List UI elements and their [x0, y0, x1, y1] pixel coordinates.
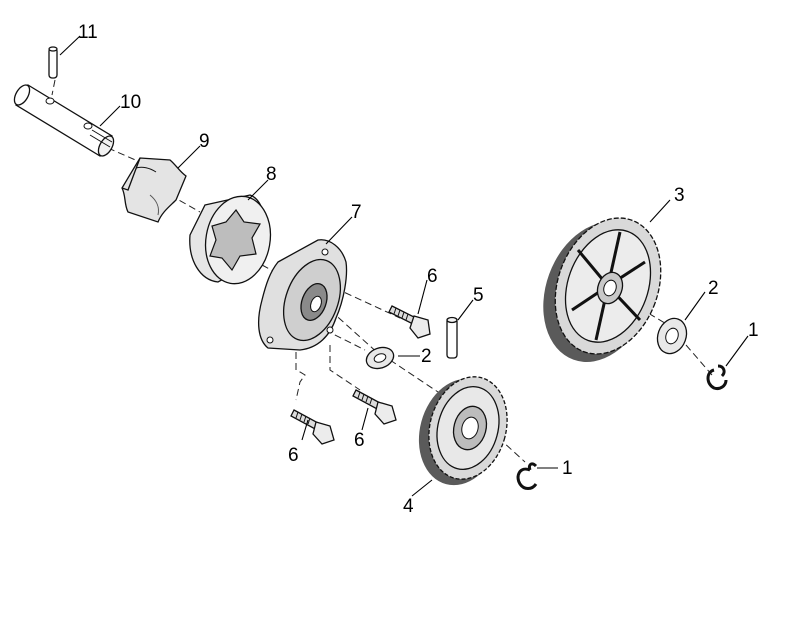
callout-11: 11	[78, 22, 98, 43]
callout-2-right: 2	[708, 278, 719, 299]
callout-6-lower-right: 6	[354, 430, 365, 451]
callout-8: 8	[266, 164, 277, 185]
callout-labels: 11 10 9 8 7 6 5 2 6 6 3 2 1 1 4	[78, 22, 759, 517]
retaining-clip-lower	[516, 462, 538, 490]
outer-rotor	[189, 194, 272, 285]
inner-rotor	[121, 157, 187, 223]
callout-leaders	[59, 35, 749, 497]
small-gear	[418, 376, 508, 486]
callout-4: 4	[403, 496, 414, 517]
large-gear	[543, 217, 662, 362]
callout-6-lower-left: 6	[288, 445, 299, 466]
washer-right	[656, 317, 688, 355]
pump-cover	[257, 239, 348, 351]
callout-2-middle: 2	[421, 346, 432, 367]
dowel-pin	[446, 316, 458, 359]
shaft	[13, 84, 115, 157]
callout-5: 5	[473, 285, 484, 306]
callout-3: 3	[674, 185, 685, 206]
retaining-clip-upper	[706, 364, 728, 390]
bolt-upper	[388, 305, 431, 339]
bolt-lower-left	[290, 409, 335, 445]
bolt-lower-right	[352, 389, 397, 425]
callout-9: 9	[199, 131, 210, 152]
callout-10: 10	[120, 92, 141, 113]
callout-1-upper: 1	[748, 320, 759, 341]
callout-6-upper: 6	[427, 266, 438, 287]
callout-7: 7	[351, 202, 362, 223]
callout-1-lower: 1	[562, 458, 573, 479]
washer-middle	[365, 346, 395, 370]
roll-pin	[48, 46, 58, 79]
